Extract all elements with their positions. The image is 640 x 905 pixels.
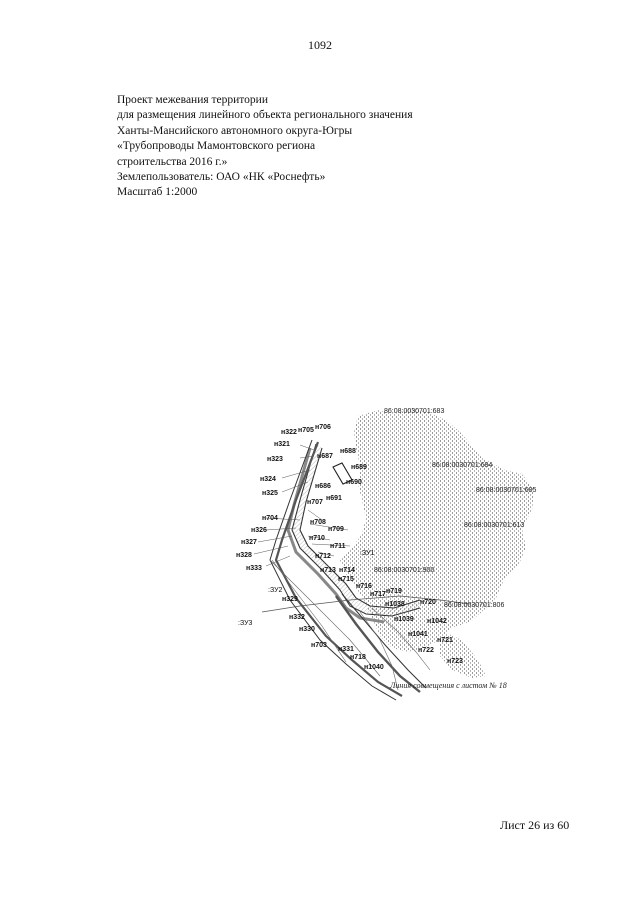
point-label: н321 <box>274 441 290 448</box>
point-label: н330 <box>299 626 315 633</box>
cadastral-label: 86:08:0030701:900 <box>374 567 434 574</box>
point-label: н1040 <box>364 664 384 671</box>
point-label: н331 <box>338 646 354 653</box>
point-label: н325 <box>262 490 278 497</box>
header-line: Масштаб 1:2000 <box>117 186 198 199</box>
zone-label: :ЗУ3 <box>238 620 253 627</box>
point-label: н712 <box>315 553 331 560</box>
point-label: н688 <box>340 448 356 455</box>
cadastral-label: 86:08:0030701:685 <box>476 487 536 494</box>
point-label: н703 <box>311 642 327 649</box>
header-line: «Трубопроводы Мамонтовского региона <box>117 140 316 153</box>
cadastral-label: 86:08:0030701:683 <box>384 408 444 415</box>
zone-label: :ЗУ1 <box>360 550 375 557</box>
cadastral-area <box>340 408 534 652</box>
left-strip-b <box>274 441 403 697</box>
point-label: н706 <box>315 424 331 431</box>
small-parcel <box>332 462 353 485</box>
point-label: н687 <box>317 453 333 460</box>
cross-line <box>269 559 381 677</box>
header-line: Землепользователь: ОАО «НК «Роснефть» <box>117 171 326 184</box>
cross-line <box>371 607 431 671</box>
point-label: н333 <box>246 565 262 572</box>
point-label: н1039 <box>394 616 414 623</box>
point-label: н716 <box>356 583 372 590</box>
cross-line <box>261 595 471 613</box>
point-label: н705 <box>298 427 314 434</box>
right-strip-edge <box>341 593 427 689</box>
point-label: н1042 <box>427 618 447 625</box>
point-label: н708 <box>310 519 326 526</box>
point-label: н707 <box>307 499 323 506</box>
cadastral-area-lower <box>440 630 486 678</box>
point-label: н722 <box>418 647 434 654</box>
point-label: н709 <box>328 526 344 533</box>
point-label: н690 <box>346 479 362 486</box>
right-strip <box>335 595 421 693</box>
cross-line <box>271 559 347 663</box>
header-line: Ханты-Мансийского автономного округа-Югр… <box>117 124 353 137</box>
point-label: н327 <box>241 539 257 546</box>
header-line: для размещения линейного объекта региона… <box>117 109 413 122</box>
point-label: н1038 <box>385 601 405 608</box>
sheet-number: Лист 26 из 60 <box>500 818 570 832</box>
point-label: н723 <box>447 658 463 665</box>
point-label: н326 <box>251 527 267 534</box>
page-number: 1092 <box>308 38 332 52</box>
cadastral-label: 86:08:0030701:684 <box>432 462 492 469</box>
header-line: строительства 2016 г.» <box>117 155 228 168</box>
point-label: н689 <box>351 464 367 471</box>
point-label: н721 <box>437 637 453 644</box>
point-label: н691 <box>326 495 342 502</box>
point-label: н704 <box>262 515 278 522</box>
point-label: н329 <box>282 596 298 603</box>
point-label: н715 <box>338 576 354 583</box>
left-strip-a <box>269 439 397 701</box>
zone-label: :ЗУ2 <box>268 587 283 594</box>
point-label: н713 <box>320 567 336 574</box>
point-label: н718 <box>350 654 366 661</box>
point-label: н328 <box>236 552 252 559</box>
point-label: н324 <box>260 476 276 483</box>
point-label: н686 <box>315 483 331 490</box>
leader-lines <box>253 444 351 567</box>
cross-line <box>359 611 399 691</box>
point-label: н710 <box>309 535 325 542</box>
point-label: н1041 <box>408 631 428 638</box>
point-label: н714 <box>339 567 355 574</box>
header-line: Проект межевания территории <box>117 94 268 106</box>
point-label: н719 <box>386 588 402 595</box>
point-label: н720 <box>420 599 436 606</box>
header-block: Проект межевания территории для размещен… <box>117 93 413 201</box>
point-label: н323 <box>267 456 283 463</box>
map-caption: Линия совмещения с листом № 18 <box>389 681 507 690</box>
point-label: н322 <box>281 429 297 436</box>
cadastral-label: 86:08:0030701:806 <box>444 602 504 609</box>
cadastral-label: 86:08:0030701:613 <box>464 522 524 529</box>
point-label: н711 <box>330 543 346 550</box>
point-label: н717 <box>370 591 386 598</box>
point-label: н332 <box>289 614 305 621</box>
